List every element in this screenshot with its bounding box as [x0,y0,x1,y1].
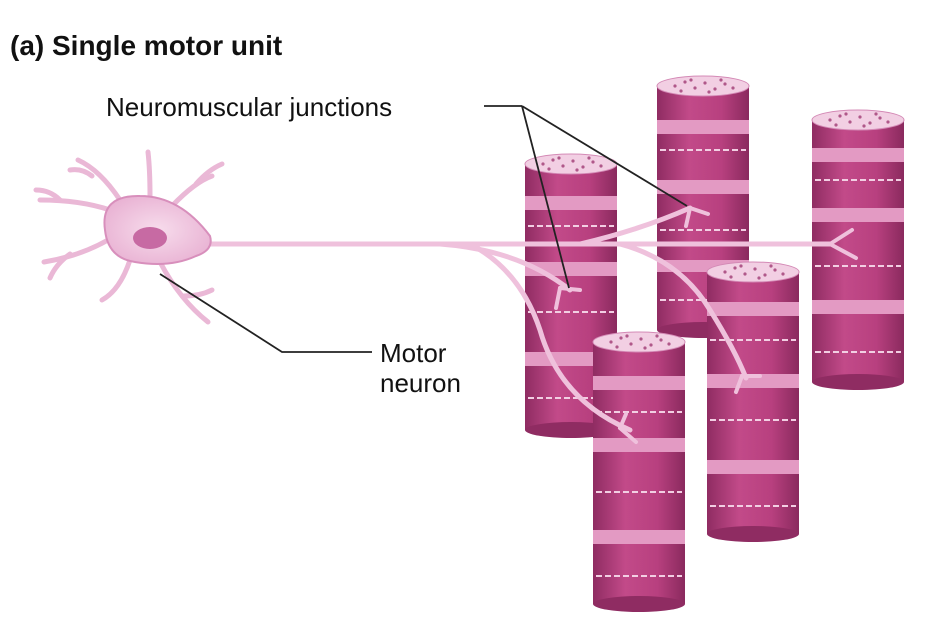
motor-neuron-label: Motor neuron [380,338,461,398]
motor-neuron-dendrites [33,149,225,325]
muscle-fiber-3 [592,331,686,612]
figure-title: (a) Single motor unit [10,30,283,61]
muscle-fiber-2 [656,75,750,338]
motor-neuron-label-line1: Motor [380,338,447,368]
neuromuscular-junction-forks [554,206,858,444]
motor-neuron-soma [103,194,212,265]
neuromuscular-junctions-label: Neuromuscular junctions [106,92,393,122]
motor-neuron-axon [197,205,833,433]
muscle-fiber-4 [706,261,800,542]
leader-lines [159,105,688,353]
motor-neuron-label-line2: neuron [380,368,461,398]
muscle-fiber-5 [811,109,905,390]
